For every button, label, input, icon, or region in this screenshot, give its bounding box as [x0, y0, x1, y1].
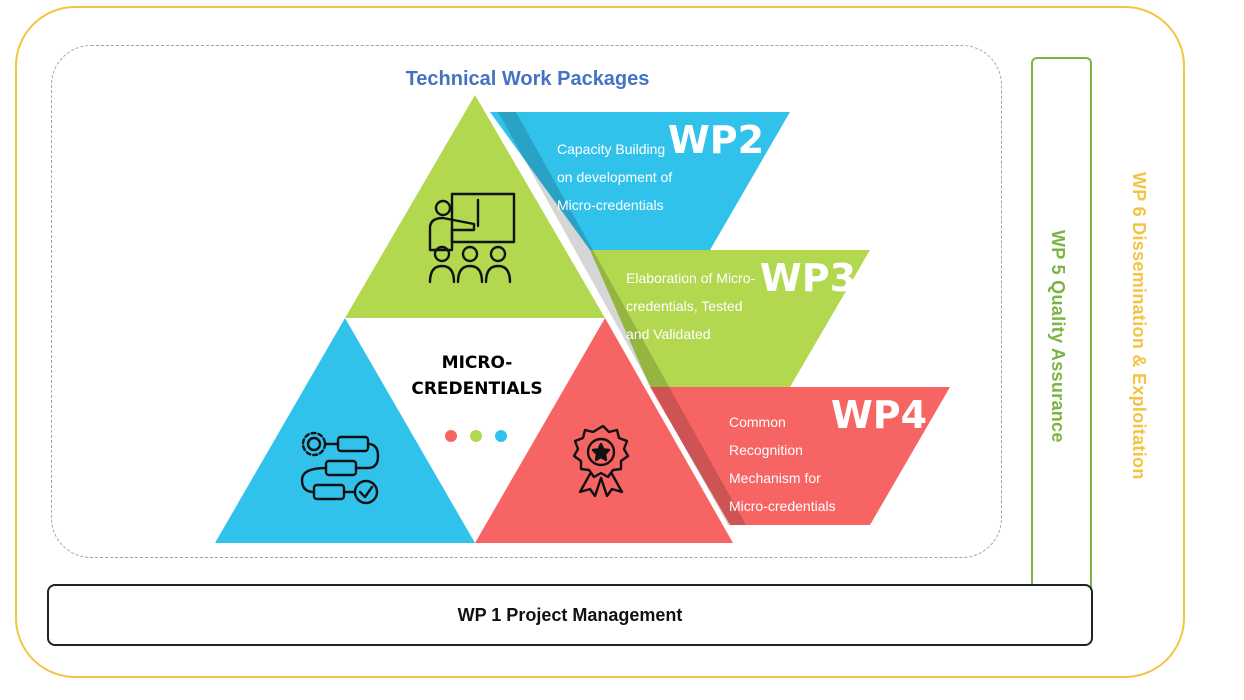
top-triangle — [345, 95, 605, 318]
wp4-code: WP4 — [831, 393, 927, 437]
award-badge-icon — [572, 424, 630, 498]
right-triangle — [475, 318, 733, 543]
wp3-line: and Validated — [626, 326, 711, 342]
blue-dot — [495, 430, 507, 442]
center-label-line: CREDENTIALS — [411, 379, 542, 399]
wp6-label: WP 6 Dissemination & Exploitation — [1129, 172, 1149, 480]
wp1-bar: WP 1 Project Management — [47, 584, 1093, 646]
technical-frame — [51, 45, 1002, 558]
technical-title: Technical Work Packages — [405, 68, 650, 90]
wp6-frame — [15, 6, 1185, 678]
wp4-line: Mechanism for — [729, 470, 821, 486]
wp4-line: Micro-credentials — [729, 498, 836, 514]
green-dot — [470, 430, 482, 442]
wp1-label: WP 1 Project Management — [457, 604, 683, 625]
workflow-gear-icon — [300, 431, 380, 505]
wp5-frame — [1031, 57, 1092, 597]
wp2-band — [490, 112, 790, 250]
wp2-line: Micro-credentials — [557, 197, 664, 213]
wp2-line: on development of — [557, 169, 672, 185]
left-triangle — [215, 318, 475, 543]
wp2-line: Capacity Building — [557, 141, 665, 157]
wp3-code: WP3 — [760, 256, 856, 300]
wp4-line: Common — [729, 414, 786, 430]
wp5-label: WP 5 Quality Assurance — [1048, 230, 1068, 443]
red-dot — [445, 430, 457, 442]
wp3-line: Elaboration of Micro- — [626, 270, 756, 286]
wp4-line: Recognition — [729, 442, 803, 458]
wp2-code: WP2 — [668, 118, 764, 162]
band-shadow — [498, 112, 746, 525]
wp3-band — [590, 250, 870, 387]
wp4-band — [650, 387, 950, 525]
wp3-line: credentials, Tested — [626, 298, 742, 314]
presentation-icon — [428, 192, 516, 284]
center-label-line: MICRO- — [442, 353, 513, 373]
